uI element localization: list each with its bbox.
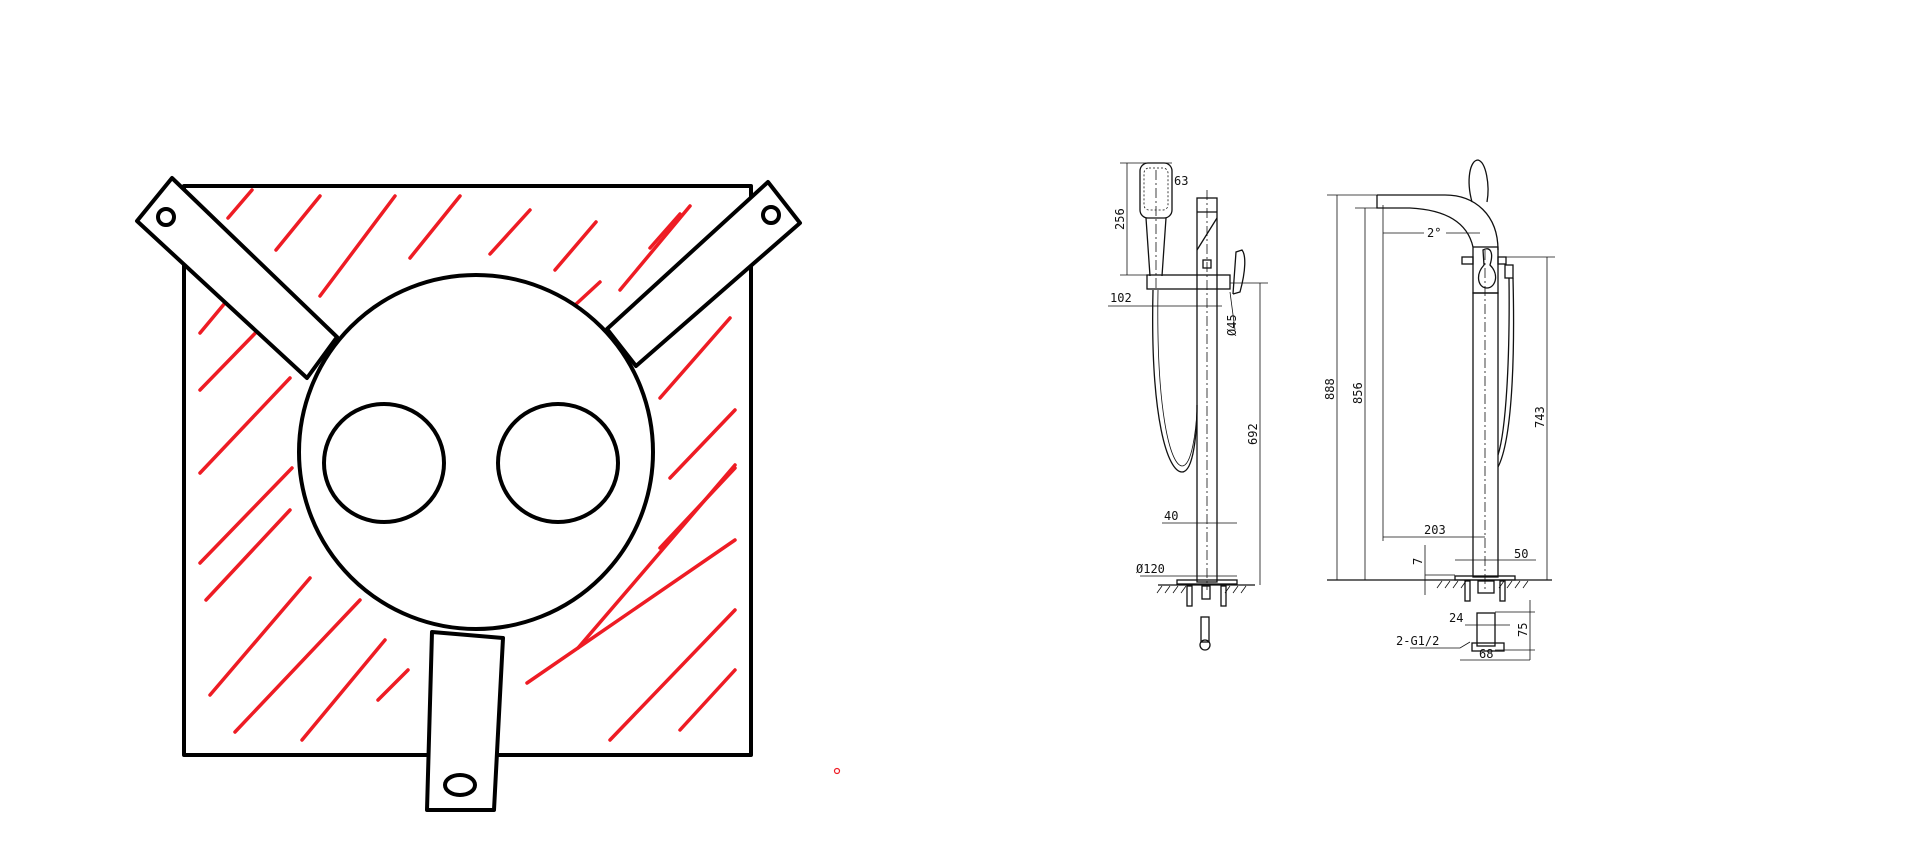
dim-spout-reach: 203 [1424, 523, 1446, 537]
hatch-stroke [678, 668, 737, 732]
dim-thread-size: 2-G1/2 [1396, 634, 1439, 648]
dim-plate-thickness: 7 [1411, 558, 1425, 565]
hatch-stroke [318, 194, 397, 298]
handset-holder-bar [1146, 274, 1231, 290]
left-port-circle [322, 402, 446, 524]
dim-base-diameter: Ø120 [1136, 562, 1165, 576]
hose-inner [1157, 289, 1198, 467]
hatch-stroke [226, 188, 254, 220]
hatch-stroke [376, 668, 410, 702]
lever [1232, 249, 1246, 295]
handset-stem [1145, 217, 1167, 277]
hatch-stroke [553, 220, 598, 272]
hatch-stroke [525, 538, 737, 685]
center-disc [297, 273, 655, 631]
hatch-stroke [198, 376, 292, 475]
side-view-drawing: 256 63 102 Ø45 692 40 Ø120 [1108, 162, 1268, 651]
hatch-stroke [198, 301, 227, 335]
dim-spout-angle: 2° [1427, 226, 1441, 240]
dim-pipe-width: 40 [1164, 509, 1178, 523]
dim-spout-height: 856 [1351, 382, 1365, 404]
supply-fitting [1476, 612, 1496, 647]
red-dot-mark [833, 767, 841, 775]
front-view-drawing: 888 856 2° 743 203 50 7 24 75 2-G1/2 68 [1323, 159, 1555, 661]
hatch-stroke [204, 508, 292, 602]
spout [1376, 194, 1499, 251]
hatch-stroke [198, 466, 294, 565]
dim-outlet-height: 692 [1246, 423, 1260, 445]
hatch-stroke [208, 576, 312, 697]
hatch-stroke [488, 208, 532, 256]
dim-pipe-diameter: Ø45 [1225, 314, 1239, 336]
hatch-stroke [648, 212, 682, 250]
hatch-stroke [668, 408, 737, 480]
hatch-stroke [658, 316, 732, 400]
hose-front [1497, 277, 1515, 468]
base-plate [1176, 579, 1238, 585]
dim-handset-width: 63 [1174, 174, 1188, 188]
right-ear-hole [761, 205, 781, 225]
right-port-circle [496, 402, 620, 524]
left-ear-bracket [135, 176, 339, 380]
bottom-tab-hole [443, 773, 477, 797]
dim-body-width: 50 [1514, 547, 1528, 561]
handle-front [1477, 248, 1497, 289]
left-ear-hole [156, 207, 176, 227]
dim-total-height: 888 [1323, 378, 1337, 400]
hatch-stroke [576, 463, 737, 650]
right-ear-bracket [605, 180, 802, 368]
handset-head-front [1468, 159, 1489, 203]
dim-fitting-spacing: 24 [1449, 611, 1463, 625]
body-pipe [1472, 292, 1499, 578]
hatch-stroke [618, 204, 692, 292]
hatch-stroke [300, 638, 387, 742]
dim-handle-height: 743 [1533, 406, 1547, 428]
hatch-stroke [408, 194, 462, 260]
hatch-stroke [608, 608, 737, 742]
hatch-stroke [233, 598, 362, 734]
dim-fitting-height: 75 [1516, 623, 1530, 637]
hose [1152, 289, 1198, 473]
dim-fitting-width: 68 [1479, 647, 1493, 661]
hatch-stroke [274, 194, 322, 252]
dim-handset-height: 256 [1113, 208, 1127, 230]
bottom-tab-bracket [425, 630, 505, 812]
dim-handset-offset: 102 [1110, 291, 1132, 305]
mounting-plate-sketch [135, 176, 802, 812]
